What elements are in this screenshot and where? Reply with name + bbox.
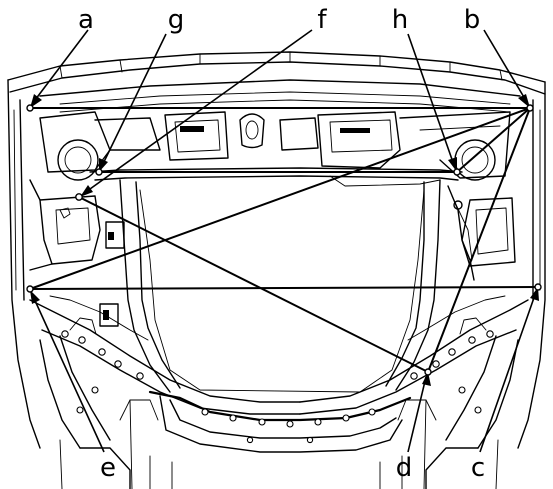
arrowhead-a xyxy=(30,94,42,108)
label-f: f xyxy=(317,5,327,35)
leader-d xyxy=(407,376,427,453)
arrowhead-f xyxy=(80,185,93,197)
leader-h xyxy=(407,33,456,169)
leader-e xyxy=(31,293,105,453)
measurement-points xyxy=(26,104,542,376)
arrowhead-g xyxy=(99,158,108,172)
point-e xyxy=(26,285,34,293)
arrowhead-c xyxy=(530,287,539,301)
label-d: d xyxy=(396,453,413,483)
point-f xyxy=(75,193,83,201)
leader-f xyxy=(82,29,313,195)
arrowhead-h xyxy=(448,157,457,172)
label-c: c xyxy=(471,453,485,483)
label-g: g xyxy=(168,5,185,35)
leader-a xyxy=(31,29,89,105)
label-h: h xyxy=(392,5,408,35)
measure-line-b-d xyxy=(427,107,531,373)
label-b: b xyxy=(464,5,481,35)
measure-line-e-c xyxy=(29,286,539,290)
point-d xyxy=(424,368,432,376)
point-labels: a g f h b e d c xyxy=(78,5,485,483)
measurement-lines xyxy=(29,107,539,373)
point-c xyxy=(534,283,542,291)
measure-line-f-d xyxy=(78,196,429,373)
arrowhead-b xyxy=(518,94,530,108)
point-h xyxy=(453,168,461,176)
leader-b xyxy=(483,29,529,105)
leader-g xyxy=(100,33,167,169)
point-g xyxy=(95,168,103,176)
measure-line-e-b xyxy=(29,107,531,290)
point-b xyxy=(526,104,534,112)
label-leaders xyxy=(30,29,539,453)
leader-c xyxy=(479,291,537,453)
label-a: a xyxy=(78,5,94,35)
point-a xyxy=(26,104,34,112)
arrowhead-e xyxy=(30,290,40,304)
label-e: e xyxy=(100,453,116,483)
vehicle-front-structure xyxy=(7,51,546,489)
measure-line-h-b xyxy=(456,107,531,173)
